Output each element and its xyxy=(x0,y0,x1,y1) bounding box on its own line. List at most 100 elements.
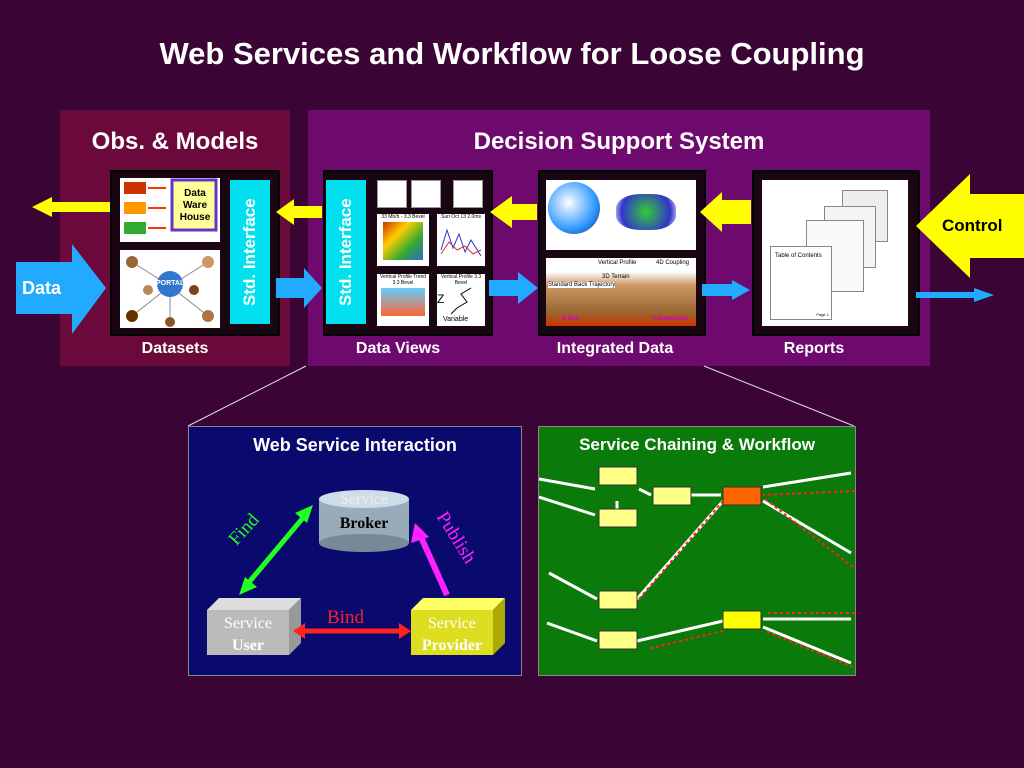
chain-feedback-1 xyxy=(762,490,855,496)
chain-flow-10 xyxy=(636,619,724,643)
reports-yellow-arrow xyxy=(700,192,751,232)
integrated-yellow-arrow xyxy=(490,196,537,228)
views-cube-1 xyxy=(377,180,407,208)
bind-label: Bind xyxy=(327,607,364,628)
vertical-profile-line xyxy=(450,287,472,315)
coupling-tag: 4D Coupling xyxy=(656,260,690,266)
provider-box-top xyxy=(411,598,505,610)
reports-blue-arrow xyxy=(916,288,994,302)
page-number-text: Page 1 xyxy=(816,312,829,317)
bind-arrow-head-left xyxy=(293,623,305,639)
x-dim-tag: X Dim xyxy=(562,316,580,322)
profile-plot-title: Vertical Profile Trend 3.3 Bevel xyxy=(379,274,427,286)
dss-header: Decision Support System xyxy=(473,128,765,155)
chain-feedback-5 xyxy=(764,630,854,668)
z-axis-label: Z xyxy=(437,292,445,306)
chain-flow-2 xyxy=(539,495,596,517)
chain-node-2 xyxy=(598,508,638,528)
vertical-profile-tag: Vertical Profile xyxy=(598,260,637,266)
datasets-caption: Datasets xyxy=(141,340,209,357)
chain-feedback-6 xyxy=(646,630,724,650)
publish-arrow-head xyxy=(411,523,429,543)
data-arrow-label: Data xyxy=(22,278,62,298)
broker-label-2: Broker xyxy=(339,515,389,532)
wsi-header: Web Service Interaction xyxy=(253,435,457,455)
zoom-line-left xyxy=(187,365,307,427)
map-plot: 33 Mb/h - 3.3 Bevel xyxy=(377,214,429,266)
user-box-top xyxy=(207,598,301,610)
views-cube-3 xyxy=(453,180,483,208)
bind-arrow-head-right xyxy=(399,623,411,639)
satellite-map xyxy=(546,180,696,250)
report-pages: Table of Contents Page 1 xyxy=(762,180,908,326)
map-plot-title: 33 Mb/h - 3.3 Bevel xyxy=(381,214,425,220)
integrated-data-box: Vertical Profile 4D Coupling Standard Ba… xyxy=(538,170,706,336)
user-label-1: Service xyxy=(224,615,272,632)
chain-flow-3 xyxy=(638,487,652,497)
control-arrow-label: Control xyxy=(942,216,1003,235)
chain-flow-8 xyxy=(548,571,598,601)
chain-node-3 xyxy=(652,486,692,506)
vertical-profile-title: Vertical Profile 3.3 Bevel xyxy=(440,274,482,286)
chain-node-yellow xyxy=(722,610,762,630)
provider-label-2: Provider xyxy=(421,637,483,654)
provider-box-side xyxy=(493,598,505,655)
terrain-tag: 3D Terrain xyxy=(602,274,630,280)
find-arrow-line xyxy=(243,511,309,589)
warehouse-image: Data Ware House xyxy=(120,178,220,242)
reports-box: Table of Contents Page 1 xyxy=(752,170,920,336)
variable-label: Variable xyxy=(443,316,469,323)
chain-flow-9 xyxy=(546,621,598,643)
integrated-data-caption: Integrated Data xyxy=(556,340,674,357)
broker-cylinder-top xyxy=(319,490,409,508)
integrated-blue-arrow xyxy=(702,280,750,300)
broker-cylinder-bottom xyxy=(319,534,409,552)
user-label-2: User xyxy=(232,637,264,654)
find-arrow-head-bottom xyxy=(239,577,257,595)
time-series-title: Sun Oct 13 2.0ms xyxy=(440,214,482,220)
report-page-front: Table of Contents Page 1 xyxy=(770,246,832,320)
portal-label: PORTAL xyxy=(156,280,185,287)
warehouse-diagram xyxy=(124,178,218,234)
chain-flow-5 xyxy=(635,500,725,600)
views-cube-2 xyxy=(411,180,441,208)
control-yellow-arrow xyxy=(916,174,1024,278)
obs-models-header: Obs. & Models xyxy=(91,128,259,155)
terrain-image: Vertical Profile 4D Coupling Standard Ba… xyxy=(546,258,696,326)
chain-node-1 xyxy=(598,466,638,486)
provider-box-front xyxy=(411,610,493,655)
map-overlay xyxy=(616,194,676,230)
left-yellow-arrow xyxy=(32,197,110,217)
y-dim-tag: Y Dimension xyxy=(652,316,689,322)
chain-node-orange xyxy=(722,486,762,506)
chain-panel: Service Chaining & Workflow xyxy=(538,426,856,676)
views-blue-arrow xyxy=(489,272,538,304)
reports-caption: Reports xyxy=(783,340,845,357)
vertical-profile-plot: Vertical Profile 3.3 Bevel Z Variable xyxy=(437,274,485,326)
chain-flow-1 xyxy=(539,477,596,491)
data-blue-arrow xyxy=(16,244,106,334)
datasets-blue-arrow xyxy=(276,268,322,308)
chain-header: Service Chaining & Workflow xyxy=(579,435,815,454)
chain-node-4 xyxy=(598,590,638,610)
slide-title: Web Services and Workflow for Loose Coup… xyxy=(159,36,865,71)
publish-arrow-line xyxy=(418,535,450,597)
time-series-plot: Sun Oct 13 2.0ms xyxy=(437,214,485,266)
chain-flow-7 xyxy=(762,471,852,489)
chain-feedback-2 xyxy=(764,498,854,568)
chain-flow-6 xyxy=(762,499,852,555)
portal-diagram xyxy=(126,256,214,327)
profile-plot: Vertical Profile Trend 3.3 Bevel xyxy=(377,274,429,326)
zoom-line-right xyxy=(703,365,855,427)
portal-image: PORTAL xyxy=(120,250,220,328)
chain-diagram xyxy=(539,466,855,668)
iface-yellow-arrow xyxy=(276,199,322,225)
find-arrow-head-top xyxy=(295,505,313,523)
provider-label-1: Service xyxy=(428,615,476,632)
back-trajectory-tag: Standard Back Trajectory xyxy=(548,282,616,288)
chain-flow-12 xyxy=(762,625,852,665)
wsi-diagram xyxy=(207,490,505,655)
user-box-side xyxy=(289,598,301,655)
table-of-contents-text: Table of Contents xyxy=(775,253,822,259)
